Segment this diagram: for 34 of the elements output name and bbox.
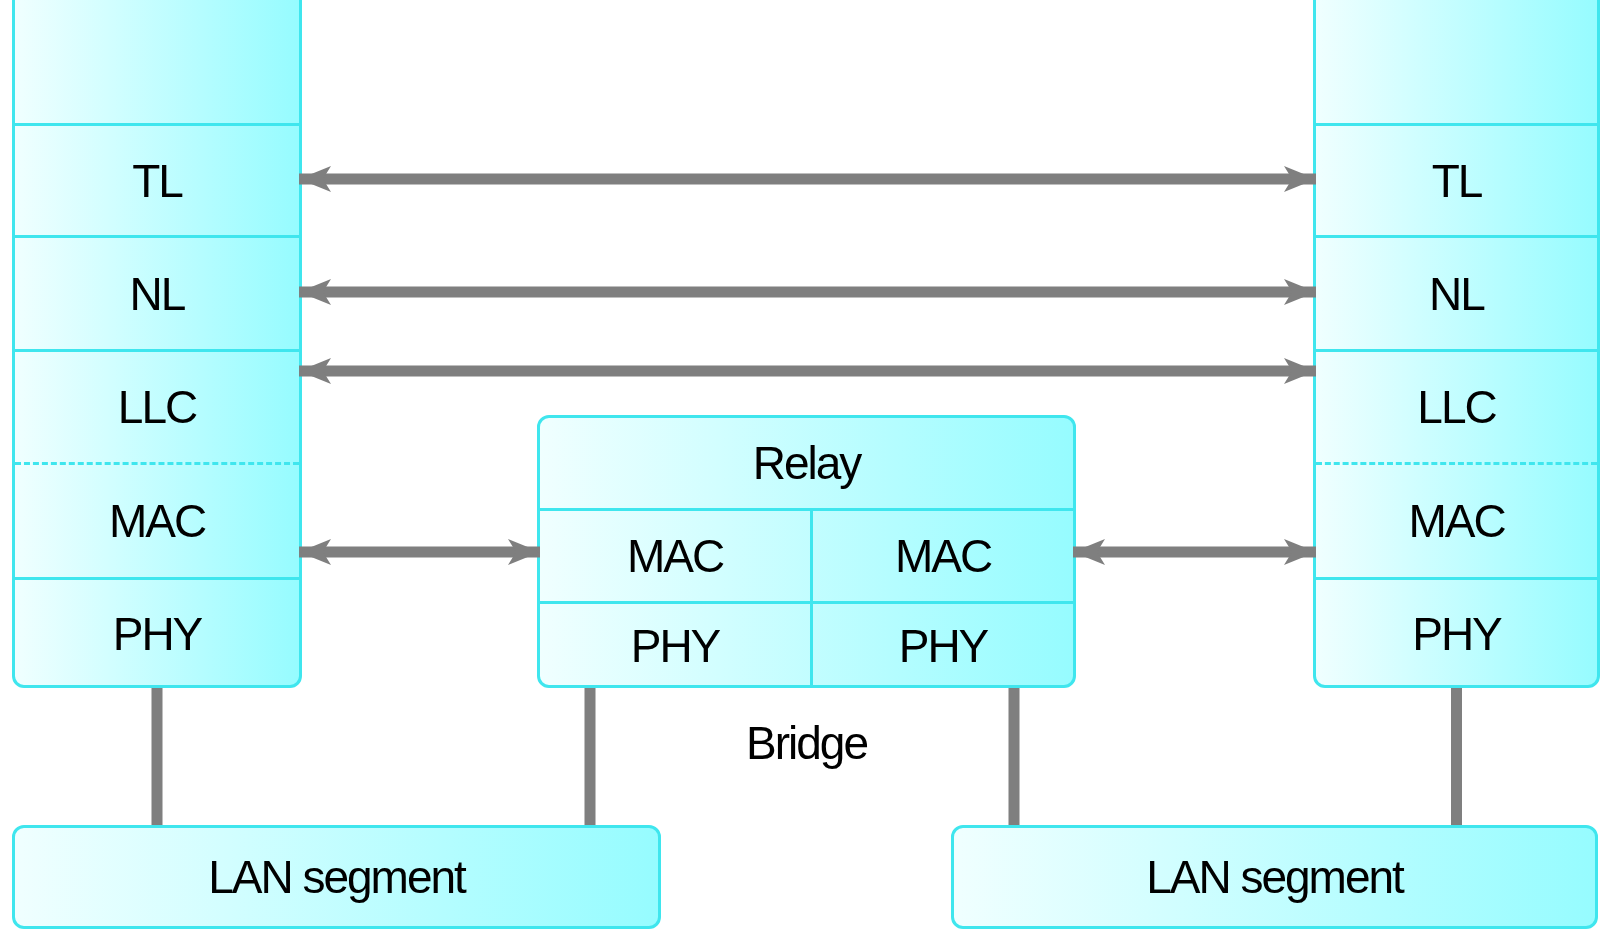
- layer-label: Relay: [752, 436, 861, 490]
- layer-label: MAC: [626, 529, 724, 583]
- double-arrow: [299, 539, 540, 565]
- layer-row: [810, 601, 1073, 688]
- layer-label: TL: [132, 153, 182, 208]
- stack-box: [537, 415, 1076, 688]
- bridge-caption: Bridge: [746, 716, 867, 770]
- double-arrow: [299, 166, 1316, 192]
- layer-label: MAC: [1408, 494, 1505, 548]
- connector-line: [1451, 688, 1462, 825]
- double-arrow: [1073, 539, 1316, 565]
- lan-segment-box: [951, 825, 1598, 929]
- layer-label: LAN segment: [208, 850, 465, 904]
- double-arrow: [299, 279, 1316, 305]
- layer-label: NL: [129, 266, 185, 321]
- layer-label: PHY: [112, 607, 202, 661]
- layer-label: LAN segment: [1146, 850, 1403, 904]
- stack-box: [12, 0, 302, 688]
- layer-label: PHY: [1412, 607, 1501, 661]
- layer-label: MAC: [894, 529, 992, 583]
- connector-line: [584, 688, 596, 825]
- layer-label: TL: [1431, 153, 1482, 208]
- stack-box: [1313, 0, 1600, 688]
- layer-label: NL: [1429, 266, 1484, 321]
- layer-label: MAC: [108, 494, 206, 548]
- lan-segment-box: [12, 825, 661, 929]
- double-arrow: [299, 358, 1316, 384]
- connector-line: [151, 688, 163, 825]
- layer-label: LLC: [1417, 380, 1496, 434]
- layer-label: PHY: [898, 619, 988, 673]
- connector-line: [1008, 688, 1020, 825]
- layer-label: PHY: [630, 619, 720, 673]
- layer-row: [810, 508, 1073, 601]
- layer-label: LLC: [117, 380, 197, 434]
